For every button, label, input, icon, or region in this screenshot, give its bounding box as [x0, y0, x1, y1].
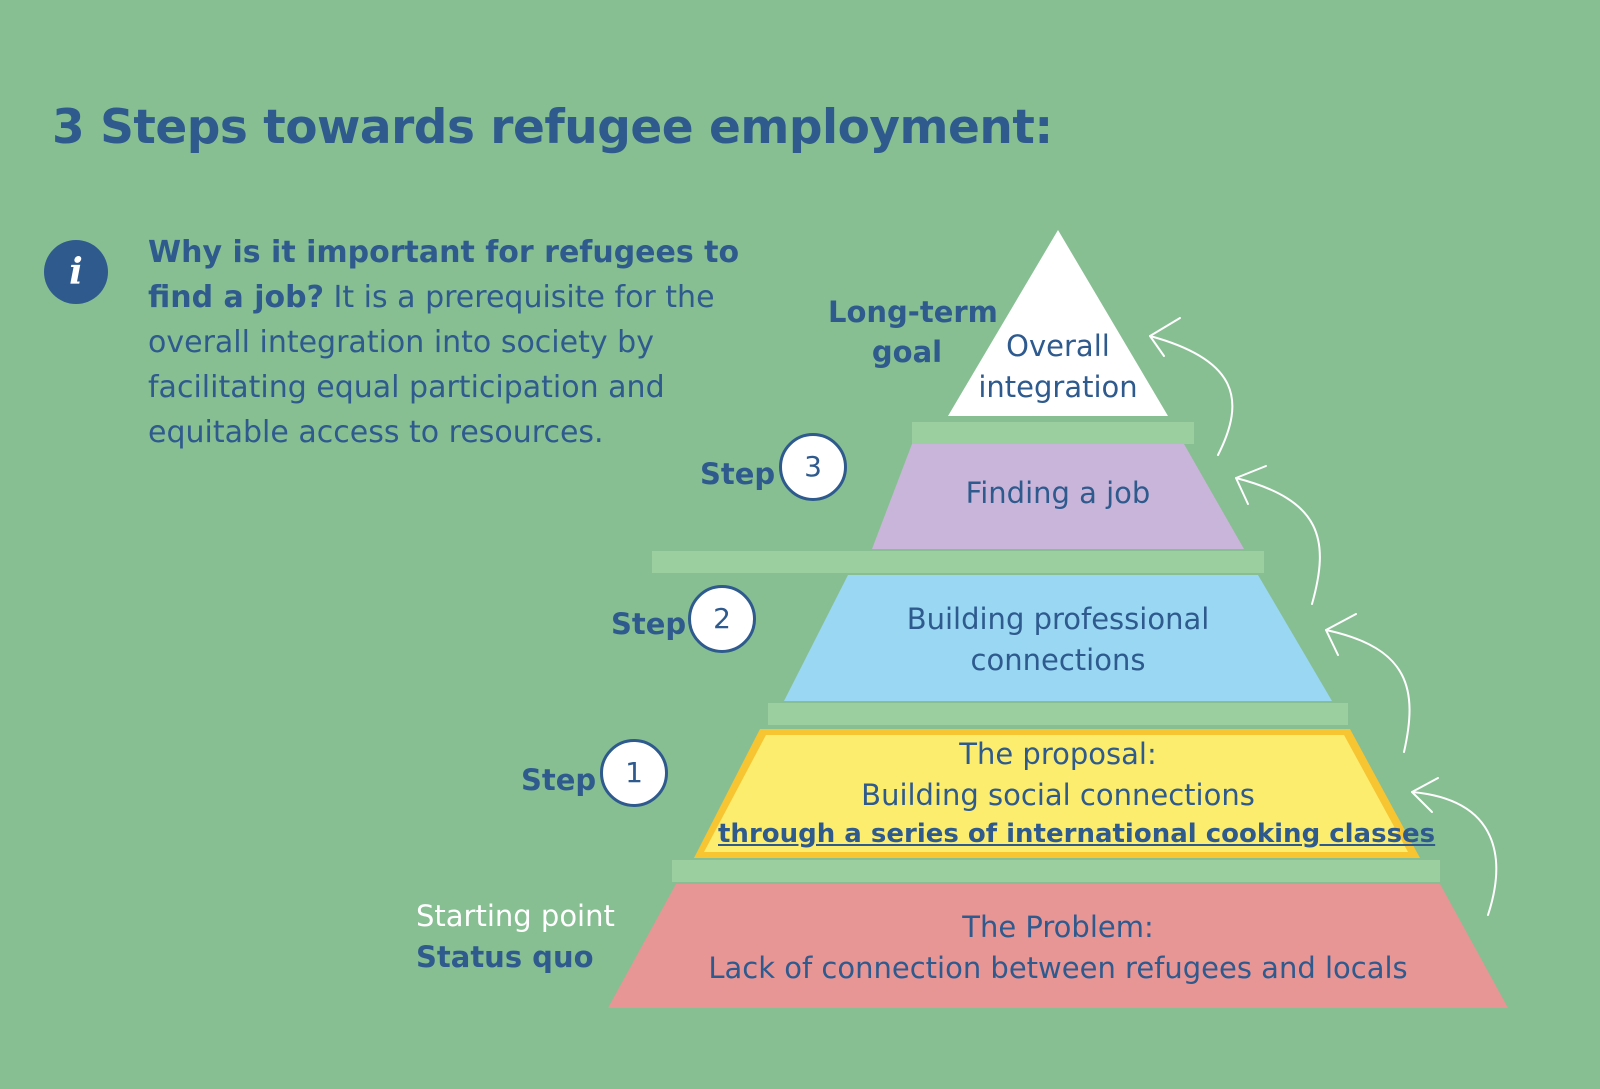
- long-term-text: Long-term: [828, 295, 998, 329]
- arrow-step2-to-step3: [1235, 477, 1321, 605]
- level-step1-line2: Building social connections: [861, 778, 1255, 812]
- level-step1-line1: The proposal:: [959, 737, 1157, 771]
- goal-text: goal: [871, 335, 943, 369]
- level-top-shape: [948, 230, 1168, 416]
- level-top-text: Overall integration: [958, 326, 1158, 408]
- separator-step3: [652, 551, 1264, 573]
- arrow-step3-to-top: [1149, 335, 1234, 456]
- arrow-head-1: [1411, 777, 1439, 813]
- starting-point-text: Starting point: [416, 899, 615, 933]
- level-step2-line2: connections: [970, 643, 1146, 677]
- separator-step2: [768, 703, 1348, 725]
- arrow-base-to-step1: [1411, 791, 1498, 916]
- level-step1-text: The proposal: Building social connection…: [718, 734, 1436, 852]
- level-step2-shape: [784, 575, 1332, 701]
- arrow-head-3: [1235, 465, 1267, 505]
- starting-point-label: Starting point Status quo: [416, 896, 615, 978]
- level-base-line1: The Problem:: [962, 910, 1154, 944]
- level-base-shape: [608, 884, 1508, 1008]
- level-base-text: The Problem: Lack of connection between …: [668, 907, 1448, 989]
- step1-circle: 1: [600, 739, 668, 807]
- separator-step1: [672, 860, 1440, 882]
- step1-label: Step: [521, 763, 597, 797]
- step3-circle: 3: [779, 433, 847, 501]
- cooking-classes-link[interactable]: through a series of international cookin…: [718, 819, 1436, 849]
- level-step1-inner: [704, 735, 1408, 852]
- progress-arrows: [1149, 317, 1498, 916]
- status-quo-text: Status quo: [416, 940, 594, 974]
- separator-top: [912, 422, 1194, 444]
- step2-circle: 2: [688, 585, 756, 653]
- page-title: 3 Steps towards refugee employment:: [52, 100, 1053, 155]
- arrow-step1-to-step2: [1325, 629, 1411, 753]
- info-paragraph: Why is it important for refugees to find…: [148, 230, 768, 455]
- level-step3-line1: Finding a job: [965, 476, 1151, 510]
- level-step2-line1: Building professional: [906, 602, 1210, 636]
- step2-label: Step: [611, 607, 687, 641]
- info-question: Why is it important for refugees to find…: [148, 235, 740, 315]
- arrow-head-2: [1325, 613, 1357, 656]
- level-step2-text: Building professional connections: [858, 599, 1258, 681]
- level-step3-text: Finding a job: [908, 473, 1208, 514]
- level-base-line2: Lack of connection between refugees and …: [708, 951, 1408, 985]
- step3-label: Step: [700, 457, 776, 491]
- arrow-head-4: [1149, 317, 1181, 357]
- level-top-line2: integration: [978, 370, 1138, 404]
- info-icon: i: [44, 240, 108, 304]
- info-body: It is a prerequisite for the overall int…: [148, 280, 715, 450]
- long-term-goal-label: Long-term goal: [828, 292, 998, 372]
- level-top-line1: Overall: [1006, 329, 1110, 363]
- level-step3-shape: [872, 444, 1244, 549]
